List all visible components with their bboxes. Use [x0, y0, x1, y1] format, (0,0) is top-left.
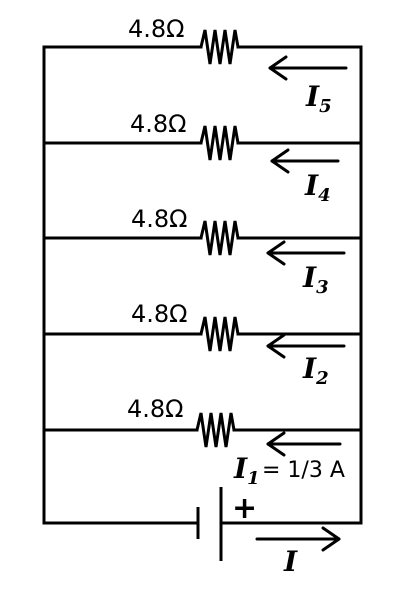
- current-arrow-5: [266, 431, 342, 457]
- resistor-3: [199, 220, 240, 256]
- current-arrow-4: [266, 333, 346, 359]
- current-arrow-1: [268, 55, 348, 81]
- resistor-4-label: 4.8Ω: [131, 300, 188, 328]
- current-label-i2: I2: [302, 352, 329, 389]
- resistor-3-label: 4.8Ω: [131, 205, 188, 233]
- branch-4: 4.8Ω I2: [42, 300, 363, 389]
- resistor-5-label: 4.8Ω: [127, 395, 184, 423]
- branch-5: 4.8Ω I1 = 1/3 A: [42, 395, 363, 489]
- current-arrow-3: [266, 240, 346, 266]
- resistor-2: [199, 125, 240, 161]
- current-label-i3: I3: [302, 261, 329, 298]
- battery-plus-sign: +: [232, 491, 257, 526]
- branch-2: 4.8Ω I4: [42, 110, 363, 206]
- resistor-5: [195, 412, 236, 448]
- branch-1: 4.8Ω I5: [42, 15, 363, 117]
- current-label-i5: I5: [305, 80, 332, 117]
- resistor-2-label: 4.8Ω: [130, 110, 187, 138]
- branch-3: 4.8Ω I3: [42, 205, 363, 298]
- current-i1-value: = 1/3 A: [262, 458, 345, 483]
- total-current-arrow: [255, 526, 341, 552]
- current-label-i1: I1: [233, 452, 260, 489]
- resistor-1: [199, 29, 240, 65]
- resistor-4: [199, 316, 240, 352]
- resistor-1-label: 4.8Ω: [128, 15, 185, 43]
- current-arrow-2: [270, 148, 340, 174]
- total-current-label: I: [283, 545, 298, 578]
- battery-branch: + I: [42, 487, 363, 578]
- current-label-i4: I4: [304, 169, 331, 206]
